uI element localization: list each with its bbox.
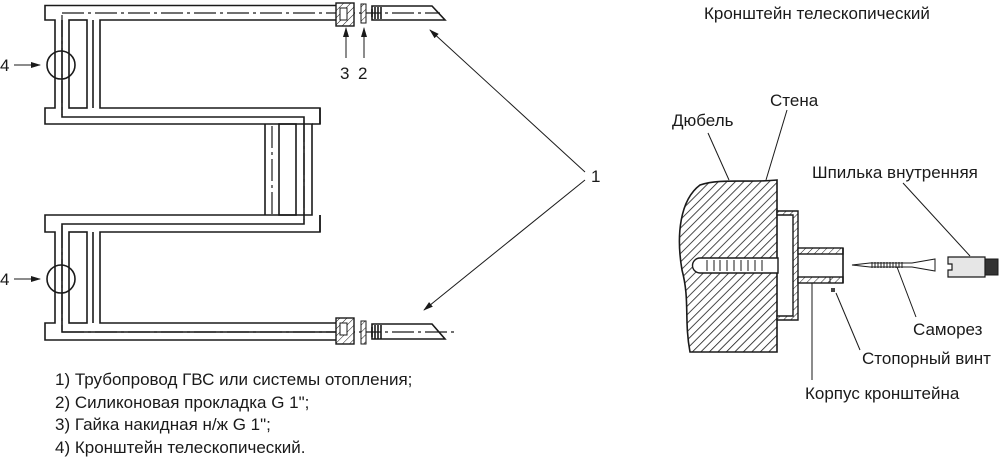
label-dowel: Дюбель [672,111,734,130]
callout-3: 3 [340,64,349,83]
legend-item: 2) Силиконовая прокладка G 1"; [55,393,309,412]
bracket-circle-bottom [46,264,76,294]
legend-item: 3) Гайка накидная н/ж G 1"; [55,415,271,434]
bracket-circle-top [46,50,76,80]
legend-item: 1) Трубопровод ГВС или системы отопления… [55,370,412,389]
self-tapping-screw [851,258,936,272]
gasket-bottom [360,320,367,345]
label-wall: Стена [770,91,819,110]
label-screw: Саморез [913,320,983,339]
towel-dryer-drawing [14,2,586,345]
label-bracket-body: Корпус кронштейна [805,384,960,403]
callout-2: 2 [358,64,367,83]
legend: 1) Трубопровод ГВС или системы отопления… [55,370,412,457]
bracket-title: Кронштейн телескопический [704,4,930,23]
callout-4-top: 4 [0,56,9,75]
gasket-top [360,3,367,24]
label-set-screw: Стопорный винт [862,349,991,368]
dowel [691,257,779,274]
callout-4-bottom: 4 [0,270,9,289]
inner-pin [947,256,999,278]
label-inner-pin: Шпилька внутренняя [812,163,978,182]
callout-1: 1 [591,167,600,186]
bracket-detail-drawing [678,109,999,380]
bracket-flange [776,210,799,321]
set-screw [831,288,835,292]
legend-item: 4) Кронштейн телескопический. [55,438,305,457]
